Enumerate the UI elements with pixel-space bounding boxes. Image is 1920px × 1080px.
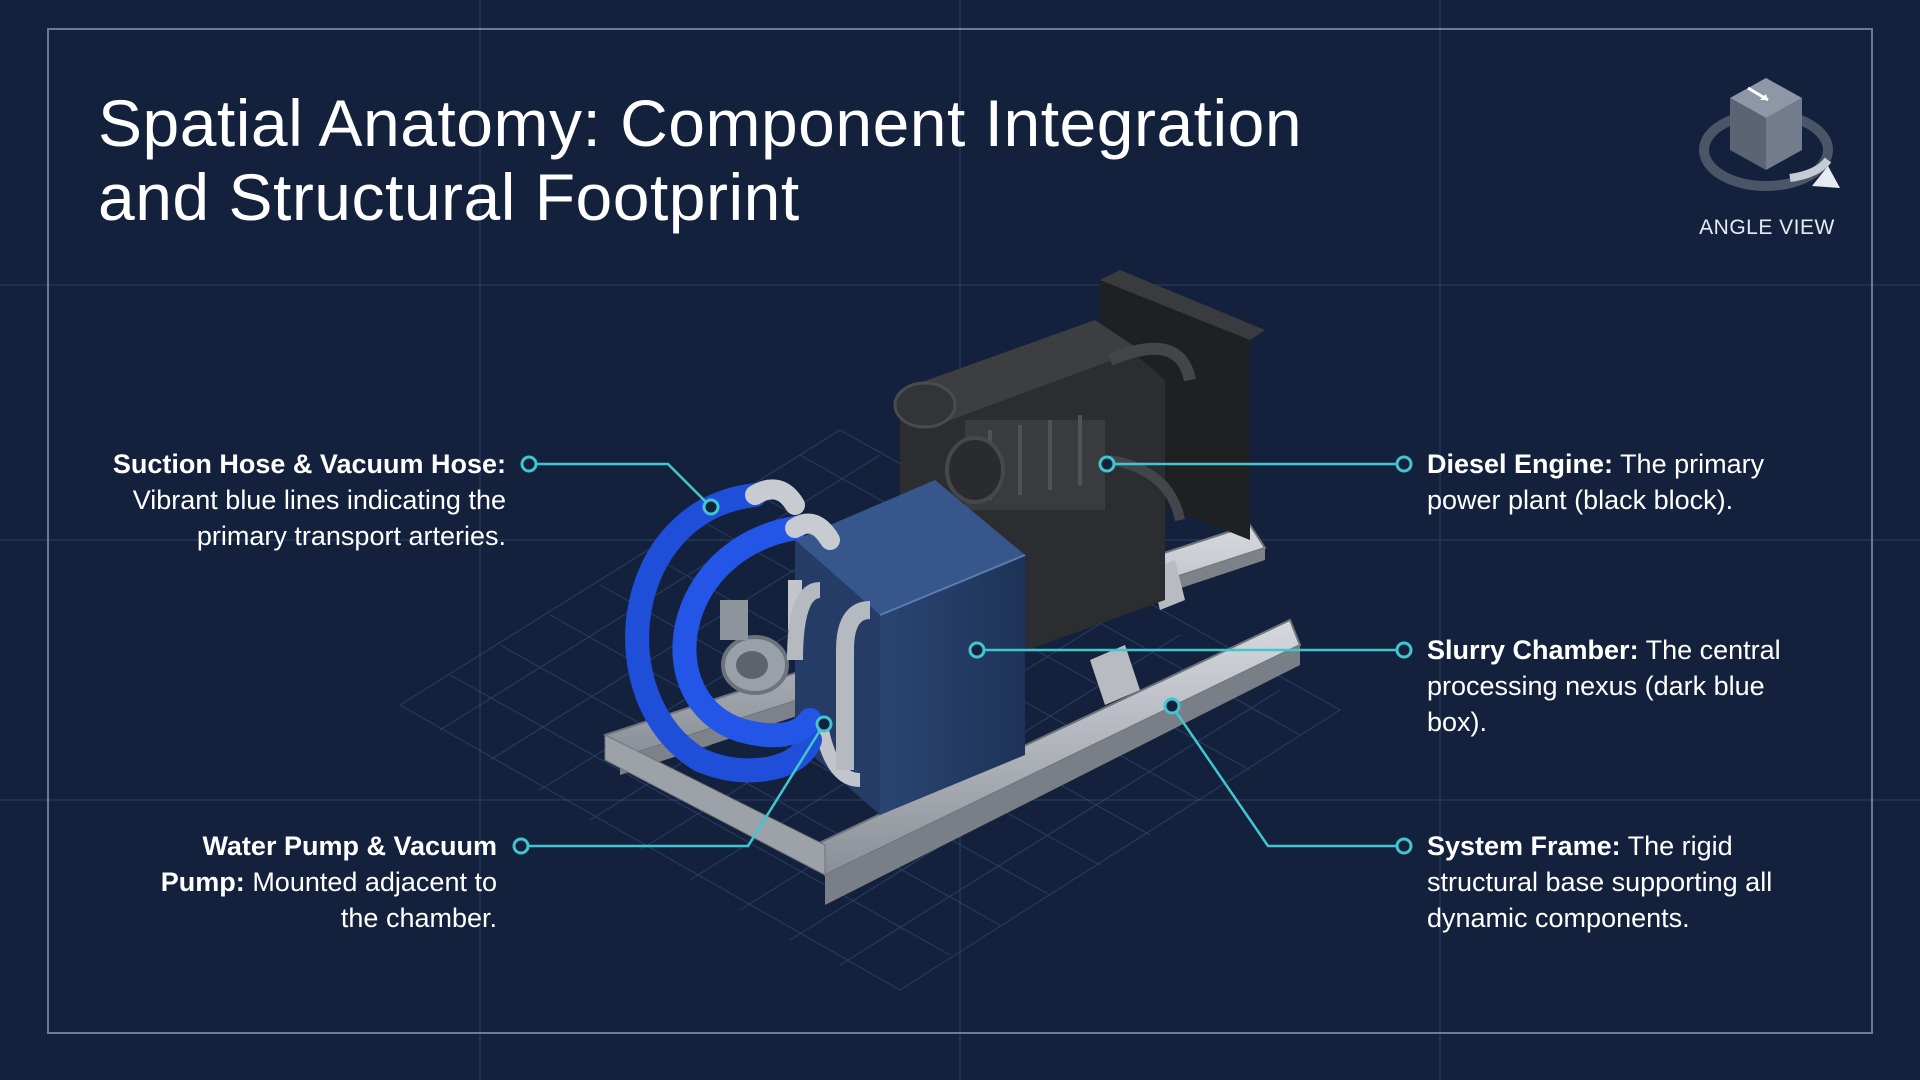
suction-hose-anchor-dot	[520, 455, 538, 473]
slurry-chamber-anchor-dot	[1395, 641, 1413, 659]
suction-hose-target-dot	[702, 498, 720, 516]
slurry-chamber-target-dot	[968, 641, 986, 659]
callout-slurry-chamber-desc-1: The central	[1645, 635, 1781, 665]
callout-system-frame: System Frame: The rigid structural base …	[1427, 828, 1847, 936]
callout-slurry-chamber-desc-2: processing nexus (dark blue	[1427, 671, 1765, 701]
angle-view-label: ANGLE VIEW	[1699, 216, 1835, 239]
diesel-engine-anchor-dot	[1395, 455, 1413, 473]
isometric-cube-rotate-icon[interactable]	[1690, 70, 1840, 240]
water-pump-anchor-dot	[512, 837, 530, 855]
callout-slurry-chamber-desc-3: box).	[1427, 707, 1488, 737]
callout-system-frame-name: System Frame:	[1427, 831, 1621, 861]
title-line-1: Spatial Anatomy: Component Integration	[98, 86, 1303, 160]
system-frame-anchor-dot	[1395, 837, 1413, 855]
callout-water-pump: Water Pump & Vacuum Pump: Mounted adjace…	[57, 828, 497, 936]
water-pump-target-dot	[815, 715, 833, 733]
suction-hose-leader	[529, 462, 712, 508]
callout-system-frame-desc-3: dynamic components.	[1427, 903, 1690, 933]
system-frame-target-dot	[1163, 697, 1181, 715]
callout-water-pump-name-2: Pump:	[160, 867, 245, 897]
callout-suction-hose-name: Suction Hose & Vacuum Hose:	[112, 449, 506, 479]
callout-diesel-engine-desc-1: The primary	[1620, 449, 1765, 479]
callout-system-frame-desc-2: structural base supporting all	[1427, 867, 1773, 897]
callout-system-frame-desc-1: The rigid	[1627, 831, 1733, 861]
water-pump-leader	[521, 723, 826, 848]
callout-suction-hose-desc-2: primary transport arteries.	[196, 521, 506, 551]
callout-water-pump-desc-2: the chamber.	[340, 903, 497, 933]
title-line-2: and Structural Footprint	[98, 160, 800, 234]
callout-water-pump-desc-1: Mounted adjacent to	[252, 867, 497, 897]
callout-slurry-chamber-name: Slurry Chamber:	[1427, 635, 1639, 665]
system-frame-leader	[1170, 705, 1404, 848]
border-frame	[47, 28, 1873, 1034]
callout-slurry-chamber: Slurry Chamber: The central processing n…	[1427, 632, 1827, 740]
pump-assembly	[720, 580, 871, 787]
callout-diesel-engine-name: Diesel Engine:	[1427, 449, 1614, 479]
callout-water-pump-name: Water Pump & Vacuum	[202, 831, 497, 861]
callout-diesel-engine: Diesel Engine: The primary power plant (…	[1427, 446, 1827, 518]
suction-vacuum-hoses	[625, 479, 840, 783]
callout-suction-hose: Suction Hose & Vacuum Hose: Vibrant blue…	[0, 446, 506, 554]
callout-diesel-engine-desc-2: power plant (black block).	[1427, 485, 1734, 515]
page-title: Spatial Anatomy: Component Integration a…	[98, 86, 1398, 234]
callout-suction-hose-desc-1: Vibrant blue lines indicating the	[132, 485, 506, 515]
diesel-engine-target-dot	[1098, 455, 1116, 473]
